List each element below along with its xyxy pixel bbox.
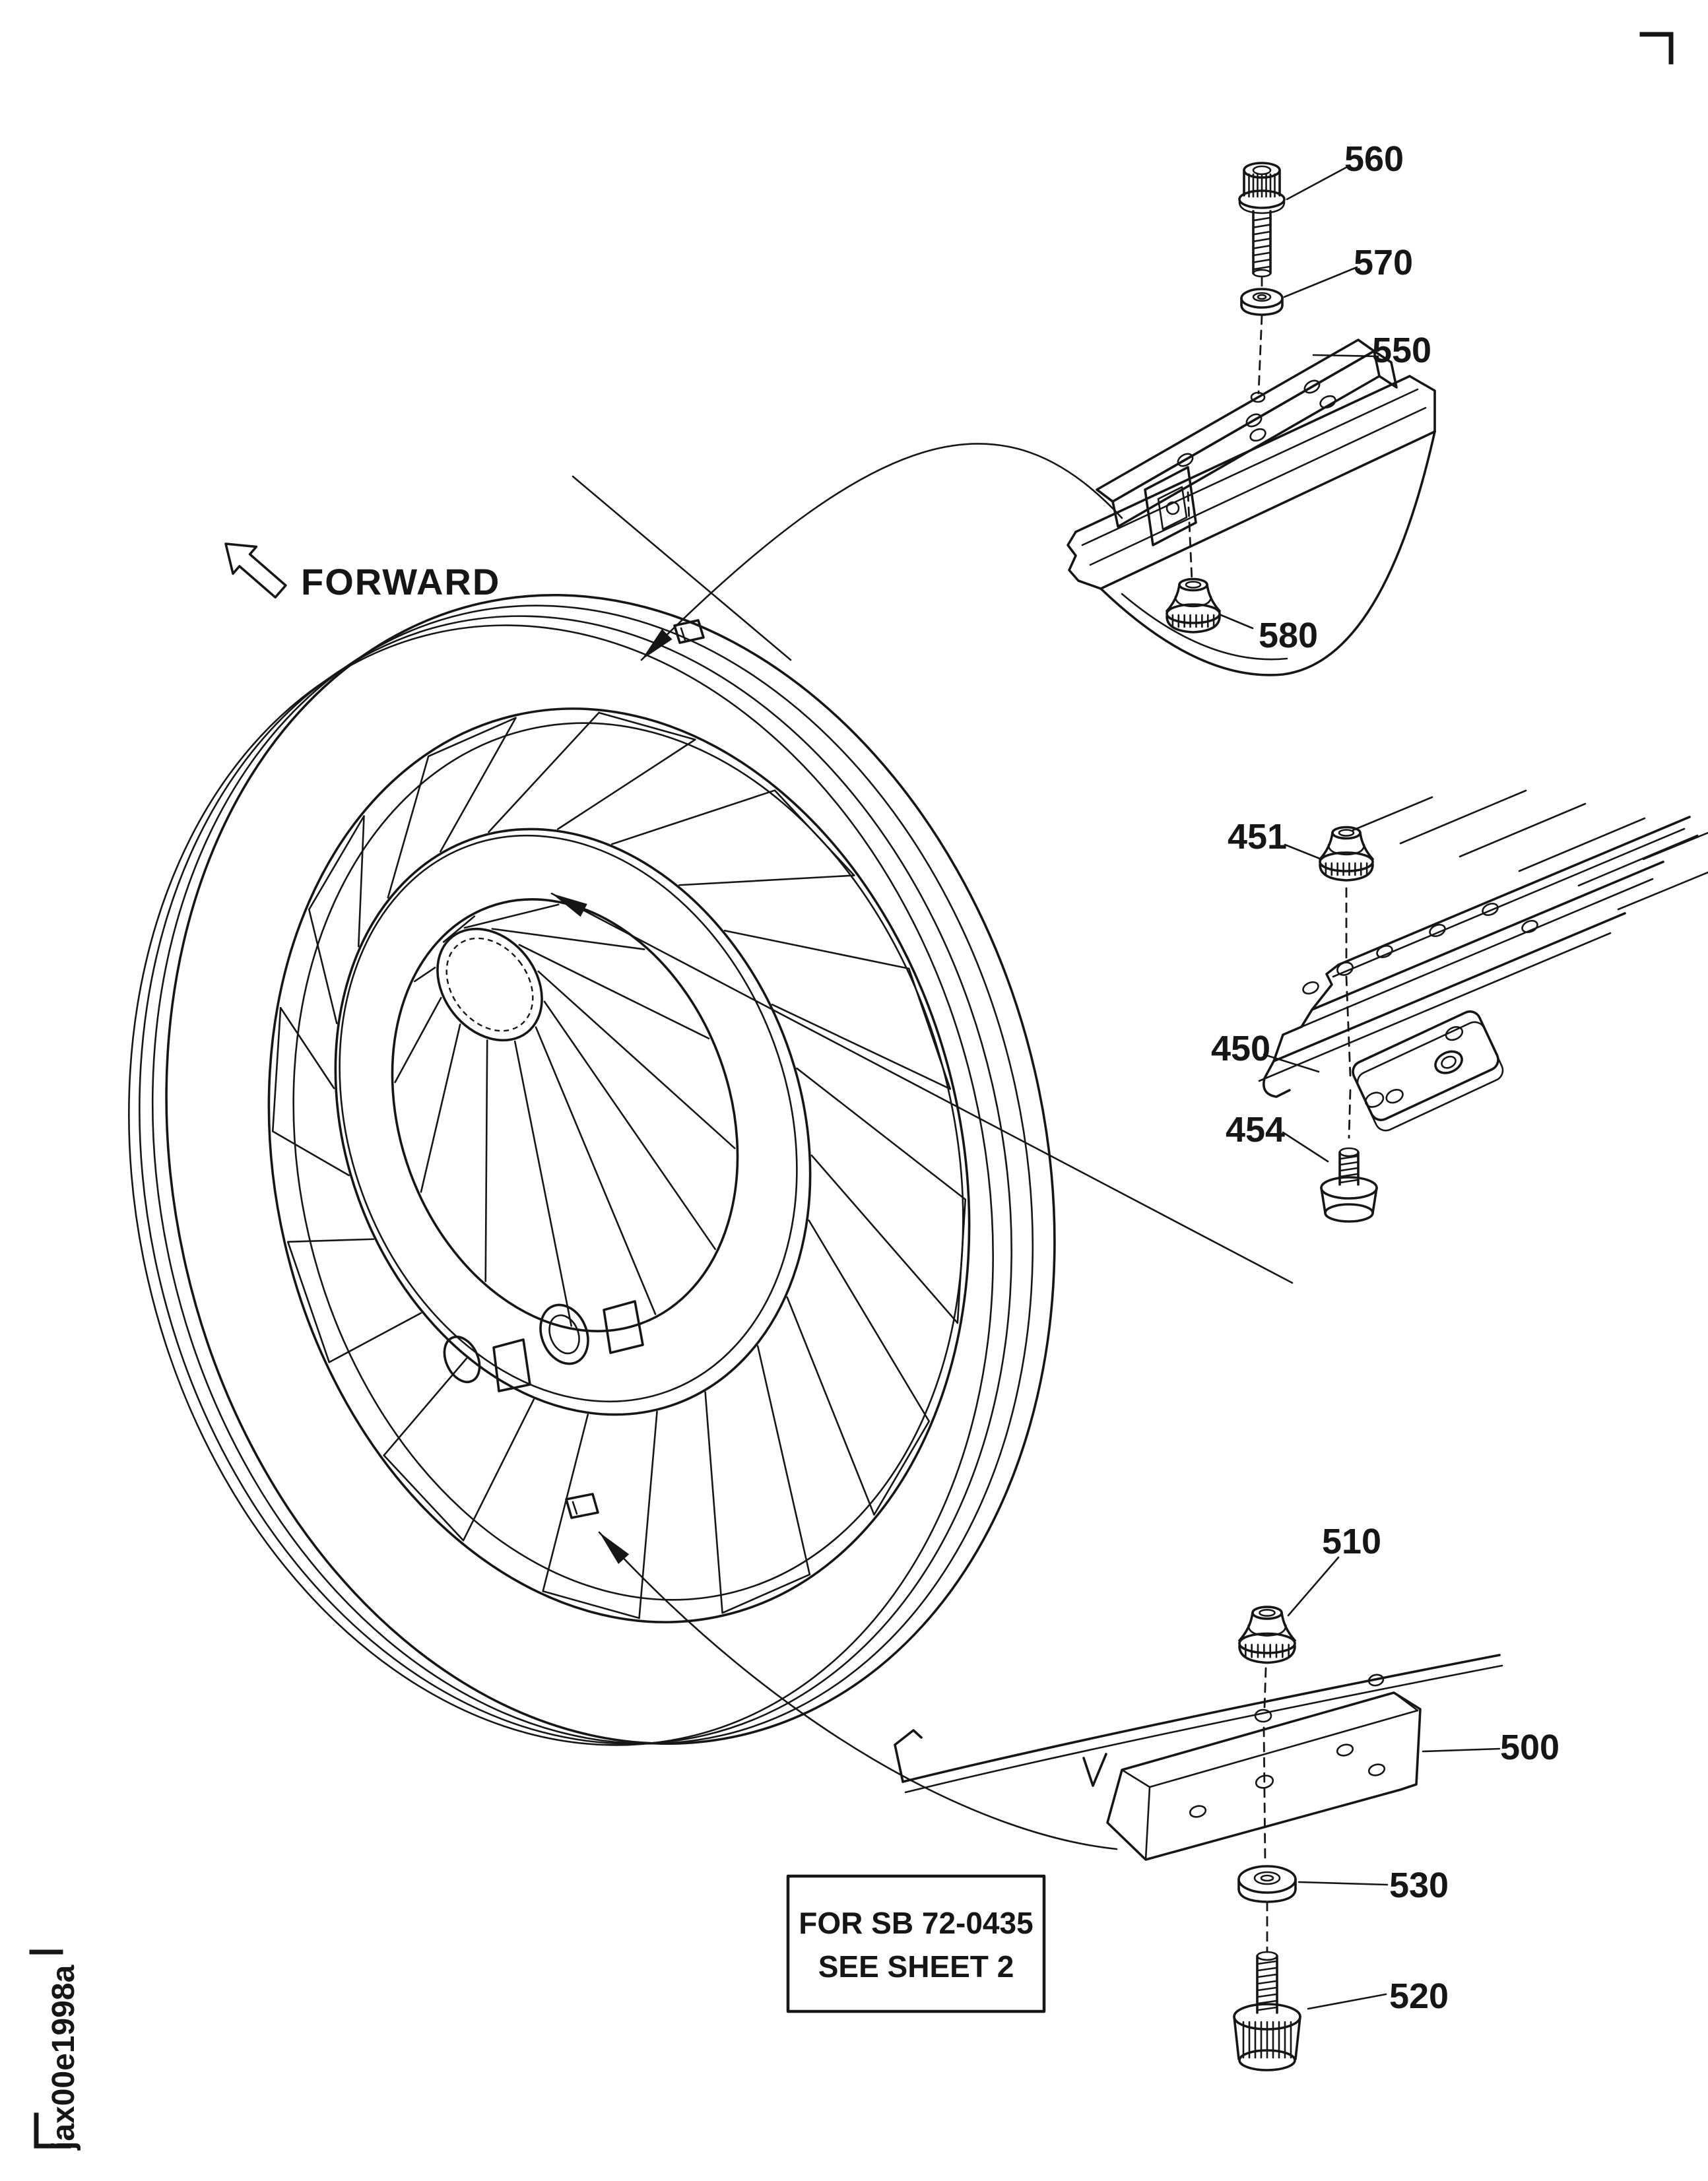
- callout-leader-580: [1220, 614, 1254, 630]
- bolt-560: [1238, 162, 1286, 278]
- fan-rim-line: [139, 615, 1012, 1745]
- forward-label: FORWARD: [301, 561, 500, 602]
- callout-leader-450: [1263, 1053, 1320, 1073]
- detail-top-balance-weight: [1067, 162, 1436, 676]
- fan-disk-drawing: [128, 593, 1056, 1746]
- callout-570: 570: [1354, 243, 1413, 282]
- callout-454: 454: [1226, 1110, 1285, 1150]
- fan-shroud-ring-outer: [267, 707, 971, 1623]
- rim-band-bottom: [894, 1654, 1503, 1794]
- rim-lug-top-line: [680, 627, 686, 641]
- hub-cutout-oval: [443, 1336, 481, 1383]
- callout-530: 530: [1389, 1866, 1449, 1905]
- hub-cutout-slot: [492, 1338, 531, 1392]
- hub-cutout-ring-inner: [548, 1314, 580, 1355]
- hole-510-target: [1254, 1709, 1272, 1723]
- fan-hub-ring-outer2: [339, 834, 798, 1403]
- leader-line-hub: [550, 892, 1294, 1284]
- arrowhead-top: [641, 629, 673, 660]
- callout-leader-560: [1286, 165, 1350, 201]
- fan-blades: [271, 711, 967, 1619]
- bolt-454: [1320, 1147, 1378, 1223]
- fan-rim-line: [151, 604, 1034, 1745]
- note-line-1: FOR SB 72-0435: [799, 1906, 1033, 1940]
- centerline-451: [1345, 887, 1352, 1139]
- leader-curve-bottom: [598, 1531, 1118, 1850]
- callout-450: 450: [1211, 1029, 1270, 1068]
- leader-curve-top: [640, 443, 1123, 661]
- weight-block-500: [1106, 1691, 1422, 1861]
- callout-leader-570: [1283, 266, 1358, 298]
- nut-580: [1166, 577, 1221, 634]
- callout-550: 550: [1372, 331, 1431, 370]
- fan-outer-rim: [165, 593, 1056, 1745]
- callout-leader-454: [1282, 1131, 1329, 1163]
- doc-id-block: jax00e1998a: [29, 1949, 81, 2151]
- leader-cross-line: [572, 475, 792, 661]
- callout-leader-510: [1287, 1556, 1340, 1617]
- callout-leader-451: [1284, 843, 1323, 861]
- rail-hatching: [1352, 789, 1708, 911]
- rim-lug-top: [673, 619, 705, 644]
- callout-leader-520: [1307, 1993, 1387, 2010]
- fan-shroud-ring-inner: [292, 722, 964, 1601]
- fan-hub-ring-inner: [391, 898, 739, 1332]
- blade-platform-mid: [1258, 789, 1708, 1098]
- plate-450: [1352, 1010, 1504, 1132]
- forward-arrow-icon: [224, 542, 287, 599]
- nut-510: [1238, 1606, 1296, 1664]
- note-line-2: SEE SHEET 2: [818, 1949, 1014, 1984]
- blade-platform-top: [1067, 375, 1436, 676]
- callout-560: 560: [1344, 139, 1404, 179]
- callout-500: 500: [1500, 1728, 1560, 1767]
- location-arrows: [550, 443, 1294, 1850]
- arrowhead-bottom: [599, 1532, 630, 1564]
- hole-560-target: [1250, 391, 1266, 403]
- callout-labels: 560 570 550 580 451 450 454 510 500 530 520: [1211, 139, 1560, 2016]
- nut-451: [1319, 826, 1374, 882]
- washer-530: [1237, 1865, 1297, 1903]
- rim-lug-bottom-line: [572, 1501, 578, 1515]
- callout-580: 580: [1259, 616, 1318, 655]
- doc-id-bracket: [34, 2112, 71, 2149]
- washer-570: [1240, 288, 1284, 316]
- fan-drum-back-edge: [128, 624, 994, 1746]
- centerline-560: [1257, 276, 1263, 395]
- note-box: FOR SB 72-0435 SEE SHEET 2: [786, 1874, 1046, 2013]
- hub-spokes: [394, 903, 736, 1327]
- centerline-580: [1187, 491, 1193, 582]
- fan-bore-spline: [445, 937, 534, 1032]
- doc-id-text: jax00e1998a: [46, 1965, 81, 2151]
- hub-cutout-ring-outer: [539, 1303, 589, 1365]
- bolt-520: [1233, 1951, 1301, 2071]
- rim-lug-bottom: [565, 1493, 599, 1519]
- retainer-550: [1096, 339, 1398, 528]
- callout-520: 520: [1389, 1976, 1449, 2016]
- callout-leader-550: [1312, 354, 1379, 358]
- arrowhead-hub: [552, 894, 587, 917]
- fan-hub-ring-outer: [334, 828, 812, 1416]
- detail-mid-retainer: [1258, 789, 1708, 1223]
- page-corner-mark: [1639, 32, 1674, 65]
- note-box-border: [786, 1874, 1046, 2013]
- forward-indicator: FORWARD: [224, 542, 500, 602]
- callout-leader-500: [1422, 1747, 1501, 1753]
- callout-leader-530: [1297, 1881, 1389, 1886]
- callout-451: 451: [1228, 817, 1287, 857]
- hub-cutout-slot: [603, 1300, 644, 1354]
- fan-bore: [436, 927, 543, 1042]
- detail-bottom-balance-weight: [894, 1606, 1503, 2071]
- callout-510: 510: [1322, 1522, 1381, 1561]
